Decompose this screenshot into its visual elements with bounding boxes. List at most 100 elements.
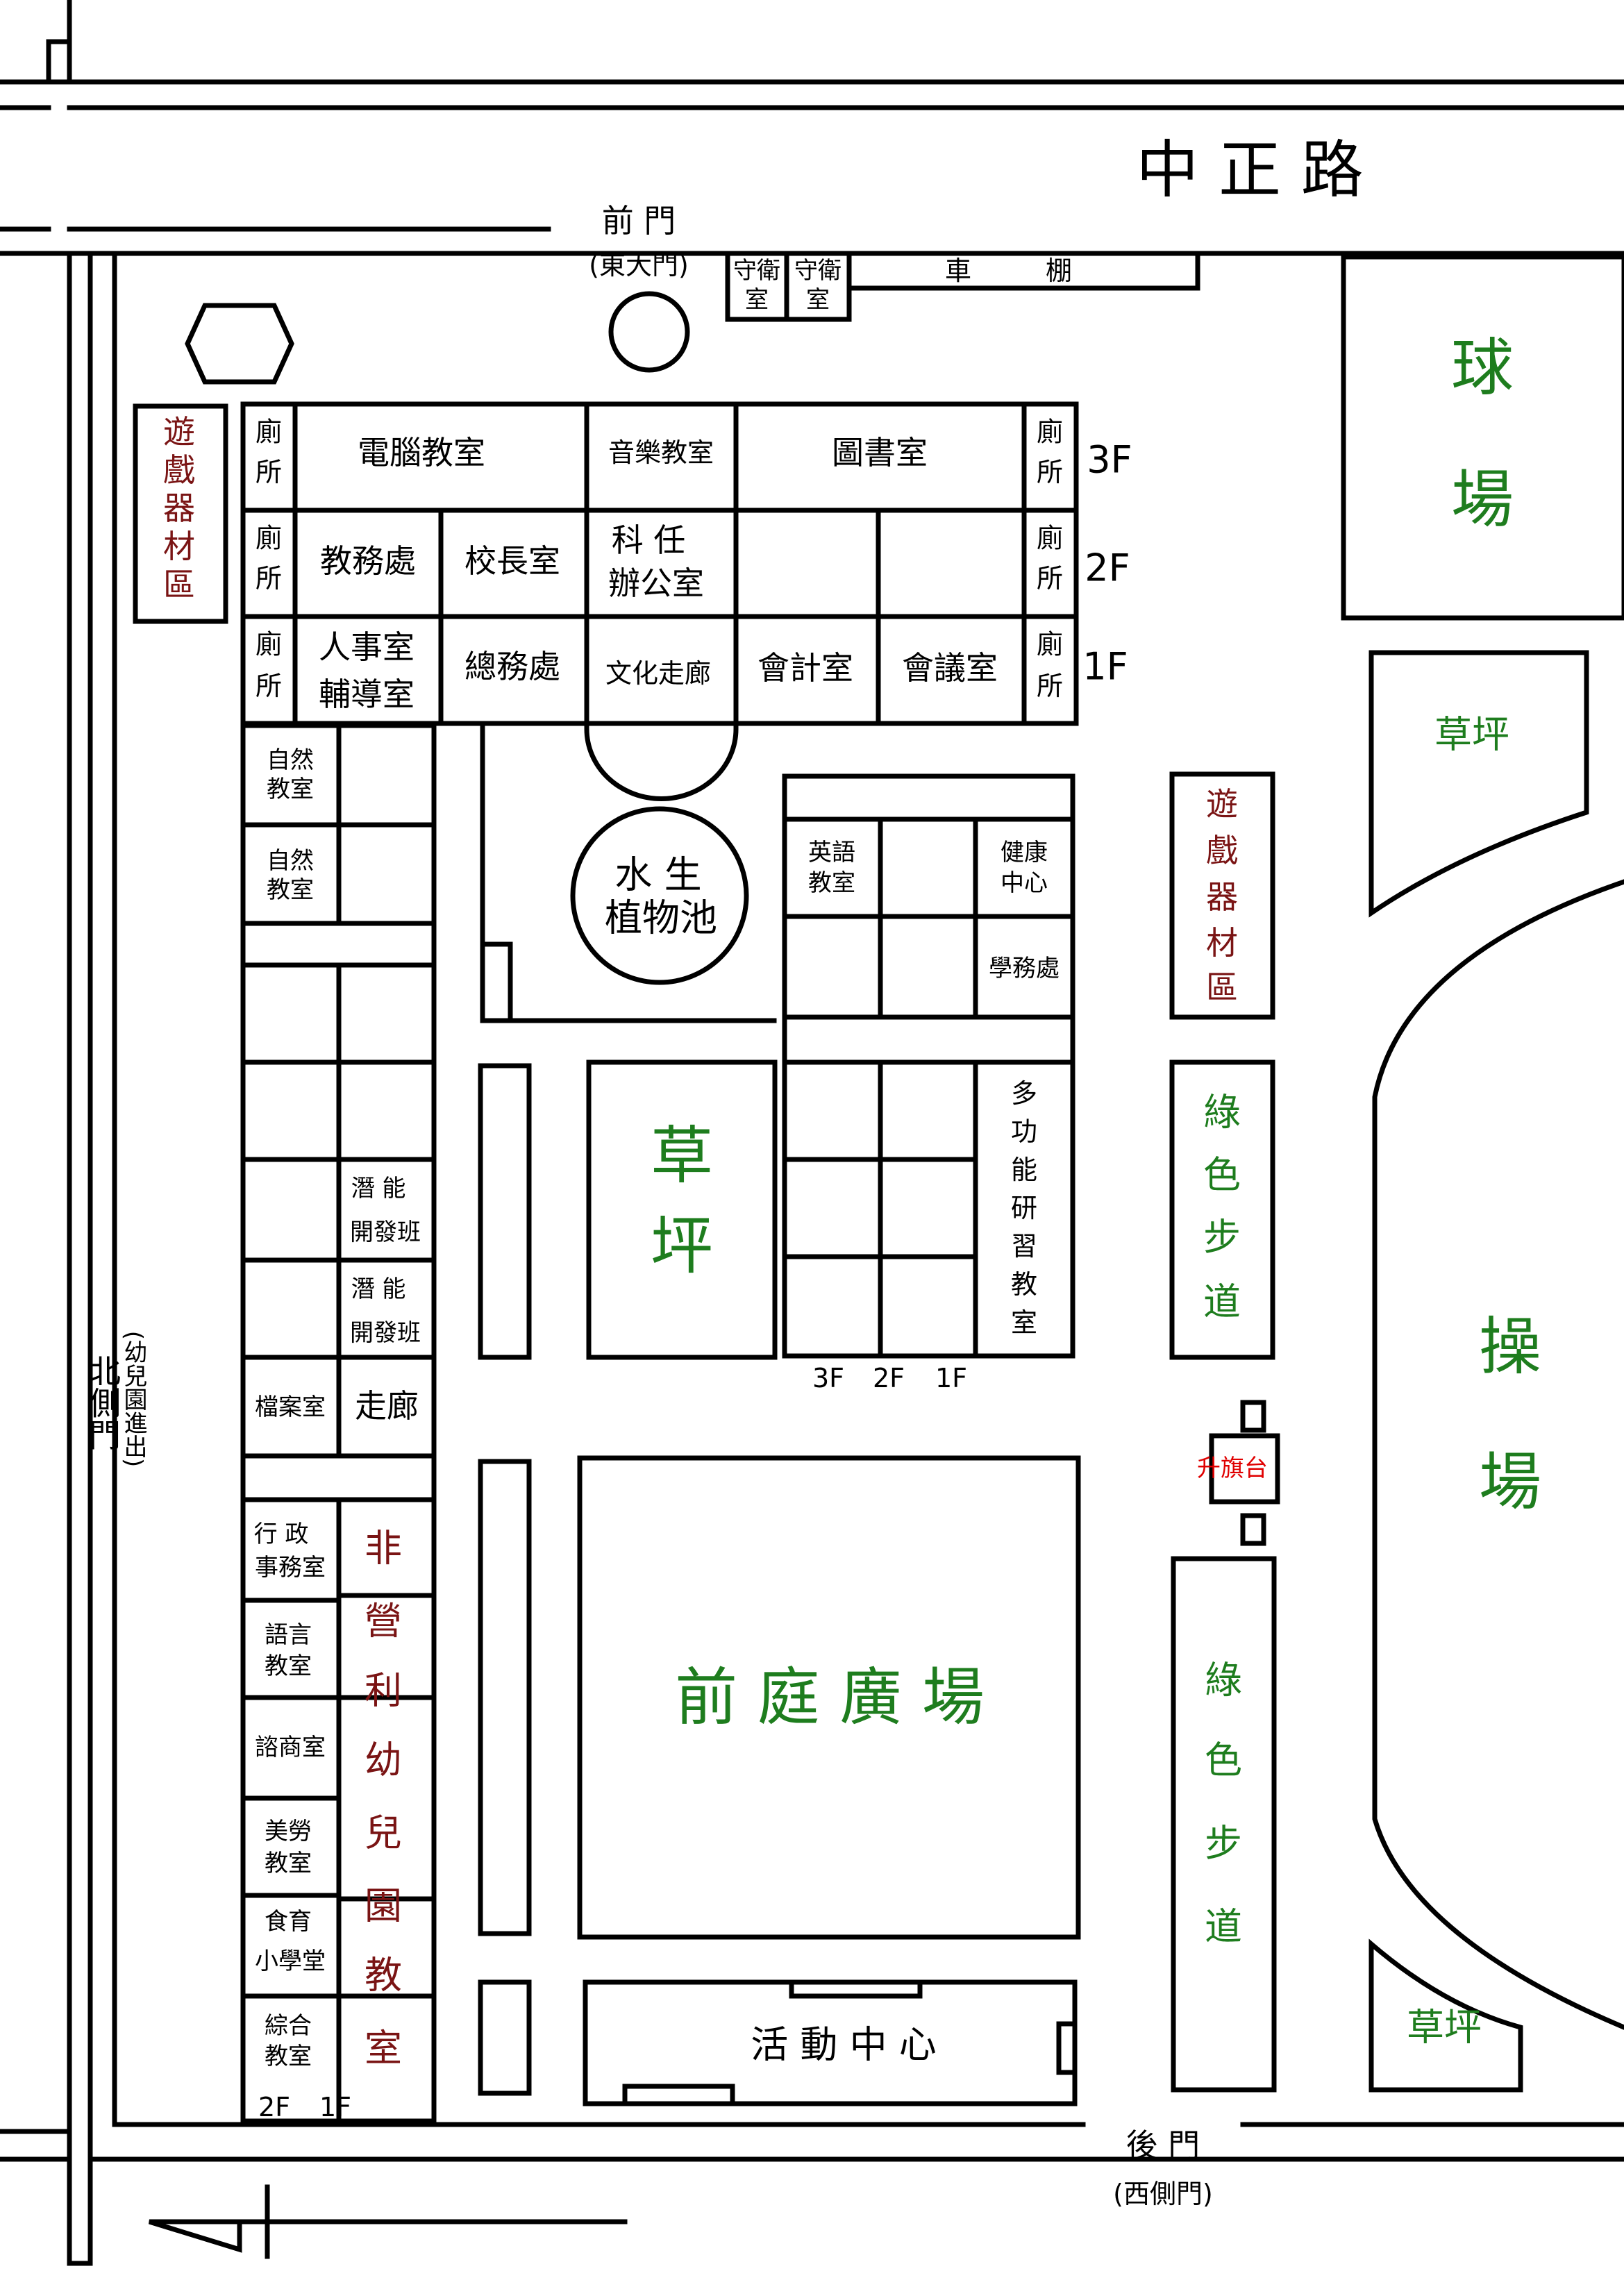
student-affairs-office: 學務處: [989, 955, 1060, 982]
north-arrow-icon: [148, 2184, 628, 2259]
consultation-room: 諮商室: [255, 1734, 326, 1761]
guard-room-1-label: 守衛: [733, 257, 780, 285]
health-center: 健康: [1001, 839, 1048, 866]
english-classroom-2: 教室: [808, 869, 855, 897]
general-classroom-2: 教室: [265, 2043, 312, 2070]
green-path-lower-3: 道: [1205, 1905, 1242, 1949]
restroom-2f-right: 廁: [1037, 523, 1063, 553]
floor-label-3f: 3F: [1087, 438, 1132, 482]
lawn-top-right: [1368, 650, 1589, 918]
green-path-lower-1: 色: [1205, 1738, 1242, 1782]
main-building: [240, 401, 1079, 801]
multi-function-3: 研: [1011, 1193, 1037, 1223]
guard-room-1-label2: 室: [745, 286, 769, 314]
play-eq-right-3: 材: [1206, 924, 1238, 962]
accounting-office: 會計室: [757, 649, 853, 687]
east-wing-floor-1f: 1F: [935, 1363, 967, 1393]
food-education-room: 食育: [265, 1908, 312, 1936]
front-plaza: [577, 1455, 1081, 1940]
restroom-1f-right-2: 所: [1037, 671, 1063, 701]
health-center-2: 中心: [1001, 869, 1048, 897]
front-gate-label: 前 門: [602, 202, 676, 240]
west-wing-floor-2f: 2F: [258, 2092, 290, 2122]
restroom-3f-left-2: 所: [256, 457, 282, 487]
restroom-1f-right: 廁: [1037, 629, 1063, 660]
restroom-2f-left-2: 所: [256, 563, 282, 594]
activity-center-door-top: [789, 1979, 923, 1999]
center-lawn-label-1: 草: [651, 1120, 713, 1193]
counseling-office: 輔導室: [319, 676, 415, 713]
flag-post-top: [1240, 1400, 1266, 1433]
east-wing-floor-3f: 3F: [812, 1363, 844, 1393]
north-side-gate-sub: (幼兒園進出): [119, 1331, 147, 1468]
play-eq-left-2: 器: [163, 489, 195, 527]
north-side-gate-label: 北側門: [84, 1355, 122, 1450]
floor-label-1f: 1F: [1082, 645, 1128, 689]
playground-label-2: 場: [1479, 1446, 1541, 1519]
admin-office-2: 事務室: [255, 1554, 326, 1582]
playground-track: [1372, 879, 1624, 2030]
center-lawn-label-2: 坪: [651, 1210, 713, 1283]
play-eq-left-0: 遊: [163, 413, 195, 451]
flag-platform-label: 升旗台: [1197, 1455, 1268, 1482]
ball-court-label-2: 場: [1451, 464, 1514, 537]
planter-strip-3: [478, 1979, 532, 2096]
kindergarten-2: 利: [365, 1669, 402, 1713]
culture-corridor: 文化走廊: [605, 658, 711, 689]
arts-classroom-2: 教室: [265, 1850, 312, 1877]
back-gate-label: 後 門: [1126, 2127, 1200, 2164]
green-path-lower: [1171, 1556, 1277, 2093]
restroom-2f-right-2: 所: [1037, 563, 1063, 594]
restroom-3f-right-2: 所: [1037, 457, 1063, 487]
kindergarten-4: 兒: [365, 1811, 402, 1855]
east-wing: [782, 773, 1075, 1359]
kindergarten-5: 園: [365, 1884, 402, 1928]
subject-teacher-office: 科 任: [612, 521, 686, 559]
computer-room: 電腦教室: [358, 434, 485, 471]
hexagon-pavilion-icon: [185, 303, 294, 385]
road-name: 中 正 路: [1136, 134, 1363, 207]
green-path-lower-0: 綠: [1205, 1659, 1242, 1702]
green-path-upper-1: 色: [1203, 1153, 1241, 1197]
play-eq-right-2: 器: [1206, 878, 1238, 916]
aquatic-plant-pond: [570, 806, 749, 985]
pond-label-2: 植物池: [605, 896, 717, 940]
front-plaza-label: 前 庭 廣 場: [675, 1661, 985, 1734]
green-path-upper: [1169, 1059, 1275, 1360]
front-gate-sub: (東大門): [589, 250, 689, 280]
play-eq-left-1: 戲: [163, 451, 195, 489]
play-equipment-left: [133, 403, 228, 624]
ball-court: [1341, 254, 1624, 621]
general-affairs-office: 總務處: [464, 648, 560, 685]
science-classroom-1-2: 教室: [267, 776, 314, 803]
principal-office: 校長室: [464, 542, 560, 580]
play-equipment-right: [1169, 771, 1275, 1020]
admin-office: 行 政: [254, 1520, 309, 1548]
general-classroom: 綜合: [265, 2012, 312, 2040]
guard-room-2-label: 守衛: [794, 257, 842, 285]
gate-circle-icon: [608, 291, 690, 373]
kindergarten-1: 營: [365, 1600, 402, 1643]
planter-strip-1: [478, 1063, 532, 1360]
lawn-bottom-right: [1368, 1938, 1523, 2093]
floor-label-2f: 2F: [1085, 546, 1130, 590]
music-room: 音樂教室: [608, 437, 714, 468]
green-path-upper-3: 道: [1203, 1280, 1241, 1324]
lawn-bottom-right-label: 草坪: [1407, 2006, 1482, 2050]
planter-strip-2: [478, 1459, 532, 1936]
green-path-upper-2: 步: [1203, 1216, 1241, 1259]
multi-function-4: 習: [1011, 1231, 1037, 1262]
west-wing-floor-1f: 1F: [319, 2092, 351, 2122]
gifted-class-2-2: 開發班: [350, 1319, 421, 1347]
activity-center-door-right: [1056, 2021, 1078, 2075]
multi-function-6: 室: [1011, 1307, 1037, 1338]
food-education-room-2: 小學堂: [255, 1947, 326, 1975]
play-eq-right-1: 戲: [1206, 832, 1238, 869]
green-path-lower-2: 步: [1205, 1822, 1242, 1866]
meeting-room: 會議室: [902, 649, 998, 687]
flag-platform: [1209, 1433, 1280, 1505]
gifted-class-2: 潛 能: [351, 1275, 406, 1303]
restroom-2f-left: 廁: [256, 523, 282, 553]
